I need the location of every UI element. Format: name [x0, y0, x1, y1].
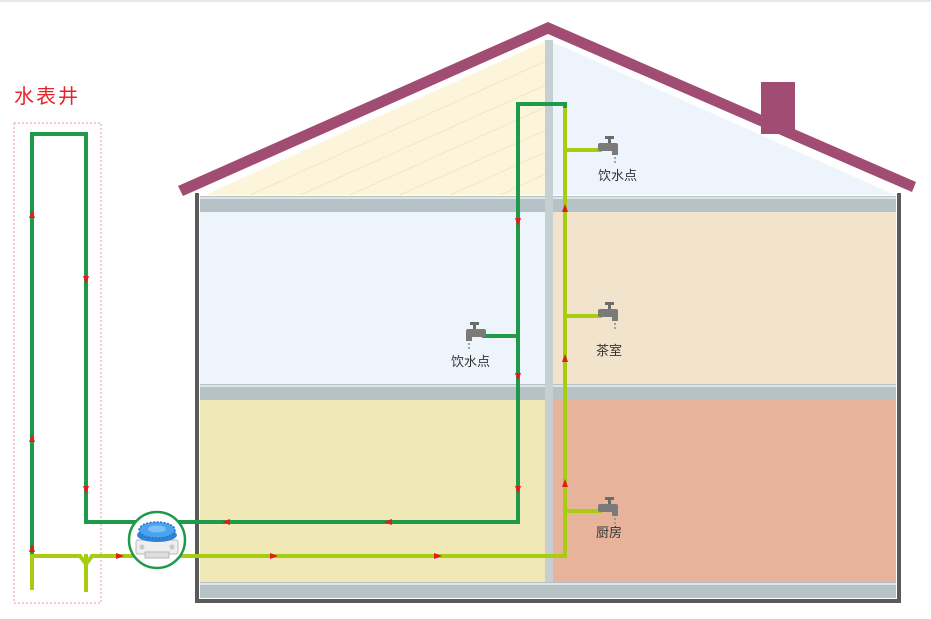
slab-ground: [200, 582, 896, 598]
partition-column: [545, 40, 553, 582]
label-drinking-point-mid: 饮水点: [451, 355, 491, 370]
arrow-down: [83, 276, 89, 284]
room-mid-left: [200, 212, 545, 384]
room-low-right: [553, 400, 896, 582]
arrow-down: [515, 486, 521, 494]
faucet-icon: [466, 322, 486, 349]
supply-pipe-well: [30, 554, 149, 590]
meter-well-box: [13, 122, 102, 604]
attic-right: [548, 40, 895, 195]
hot-pipe-well: [30, 132, 149, 590]
arrow-up: [29, 210, 35, 218]
faucet-icon: [598, 136, 618, 163]
flow-arrows: [29, 204, 568, 559]
arrow-left: [222, 519, 230, 525]
arrow-left: [384, 519, 392, 525]
label-tea-room: 茶室: [596, 344, 623, 359]
hot-pipe-main: [178, 102, 567, 524]
faucet-icon: [598, 497, 618, 524]
outer-wall: [195, 193, 901, 603]
arrow-down: [515, 373, 521, 381]
room-mid-right: [553, 212, 896, 384]
arrow-up: [562, 204, 568, 212]
pipes: [30, 102, 602, 592]
pump-icon: [127, 510, 187, 570]
arrow-right: [116, 553, 124, 559]
arrow-right: [270, 553, 278, 559]
arrow-down: [515, 218, 521, 226]
room-low-left: [200, 400, 545, 582]
supply-pipe-main: [178, 108, 567, 558]
label-drinking-point-top: 饮水点: [598, 169, 638, 184]
meter-well-title: 水表井: [14, 84, 80, 108]
label-kitchen: 厨房: [596, 526, 623, 541]
arrow-right: [434, 553, 442, 559]
house: [178, 22, 916, 603]
arrow-down: [83, 486, 89, 494]
faucet-icon: [598, 302, 618, 329]
attic-hatch: [249, 59, 549, 196]
attic-left: [205, 40, 548, 195]
arrow-up: [29, 434, 35, 442]
arrow-up: [562, 354, 568, 362]
arrow-up: [29, 544, 35, 552]
arrow-up: [562, 479, 568, 487]
